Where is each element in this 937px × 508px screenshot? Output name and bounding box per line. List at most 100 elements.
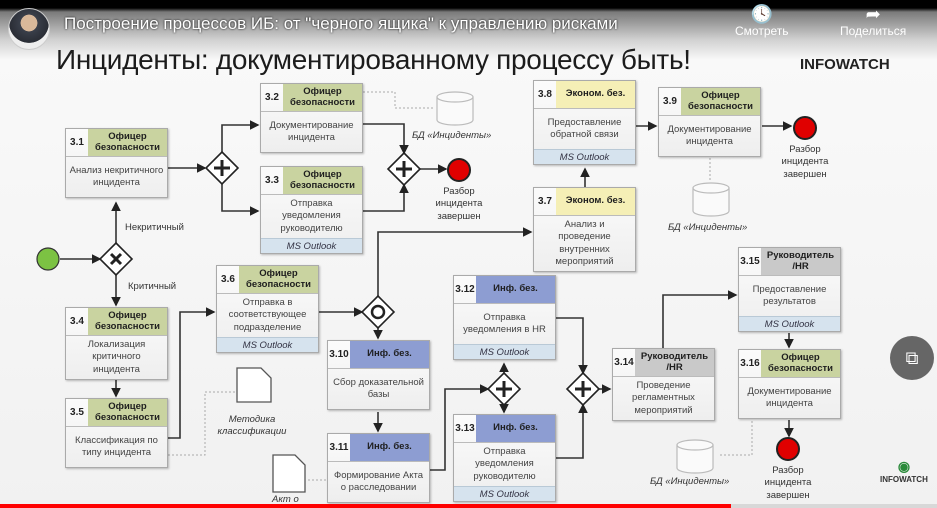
task-number: 3.2 <box>265 92 279 103</box>
task-number: 3.12 <box>455 284 475 295</box>
task-tool: MS Outlook <box>454 344 555 359</box>
task-number: 3.14 <box>614 357 634 368</box>
parallel-gateway-icon <box>565 371 601 407</box>
association-lines <box>168 91 753 481</box>
miniplayer-button[interactable]: ⧉ <box>890 336 934 380</box>
video-title[interactable]: Построение процессов ИБ: от "черного ящи… <box>64 14 618 33</box>
task-number: 3.15 <box>740 256 760 267</box>
task-text: Анализ некритичного инцидента <box>69 164 164 188</box>
task-text: Анализ и проведение внутренних мероприят… <box>555 219 614 268</box>
task-role: Офицер безопасности <box>88 308 167 335</box>
task-role: Руководитель /HR <box>761 248 840 275</box>
document-icon <box>236 367 272 403</box>
end-event-label: Разбор инцидента завершен <box>781 144 829 180</box>
watch-later-button[interactable]: 🕓Смотреть <box>735 4 789 38</box>
task-role: Инф. без. <box>476 276 555 303</box>
task-role: Эконом. без. <box>556 81 635 108</box>
task-number: 3.11 <box>329 442 349 453</box>
task-header: 3.1 Офицер безопасности <box>66 129 167 157</box>
task-tool: MS Outlook <box>454 486 555 502</box>
task-text: Документирование инцидента <box>747 385 832 409</box>
task-text: Предоставление обратной связи <box>547 116 622 140</box>
task-role: Эконом. без. <box>556 188 635 215</box>
task-role: Офицер безопасности <box>239 266 318 293</box>
share-button[interactable]: ➦Поделиться <box>840 4 906 38</box>
task-number: 3.1 <box>70 137 84 148</box>
infowatch-logo-small: ◉INFOWATCH <box>880 458 928 484</box>
task-number: 3.8 <box>538 89 552 100</box>
clock-icon: 🕓 <box>750 4 773 24</box>
task-role: Офицер безопасности <box>761 350 840 377</box>
task-text: Сбор доказательной базы <box>333 376 424 400</box>
task-role: Офицер безопасности <box>88 129 167 156</box>
exclusive-gateway-icon <box>98 241 134 277</box>
progress-bar[interactable] <box>0 504 731 508</box>
share-icon: ➦ <box>865 4 881 24</box>
share-label: Поделиться <box>840 24 907 38</box>
logo-small-text: INFOWATCH <box>880 475 928 484</box>
task-header: 3.8 Эконом. без. <box>534 81 635 109</box>
document-icon <box>272 454 306 493</box>
end-event-icon <box>793 116 817 140</box>
task-tool: MS Outlook <box>739 316 840 331</box>
task-number: 3.4 <box>70 316 84 327</box>
task-role: Офицер безопасности <box>283 167 362 194</box>
player-top-overlay <box>0 0 937 70</box>
parallel-gateway-icon <box>486 371 522 407</box>
end-event-icon <box>776 437 800 461</box>
end-event-label: Разбор инцидента завершен <box>764 465 812 501</box>
task-role: Руководитель /HR <box>635 349 714 376</box>
task-role: Инф. без. <box>350 434 429 461</box>
inclusive-gateway-icon <box>360 294 396 330</box>
task-role: Инф. без. <box>476 415 555 442</box>
document-label: Акт о <box>272 494 299 505</box>
task-text: Отправка в соответствующее подразделение <box>228 297 307 333</box>
task-header: 3.2 Офицер безопасности <box>261 84 362 112</box>
miniplayer-icon: ⧉ <box>905 347 919 368</box>
channel-avatar[interactable] <box>8 8 50 50</box>
parallel-gateway-icon <box>386 151 422 187</box>
condition-label-critical: Критичный <box>128 281 177 292</box>
database-icon <box>436 91 474 126</box>
eye-icon: ◉ <box>897 458 911 474</box>
database-icon <box>692 182 730 217</box>
task-text: Проведение регламентных мероприятий <box>632 380 695 416</box>
task-text: Локализация критичного инцидента <box>87 339 146 375</box>
task-number: 3.10 <box>329 349 349 360</box>
slide-title: Инциденты: документированному процессу б… <box>56 44 691 75</box>
task-text: Отправка уведомления руководителю <box>473 446 536 482</box>
task-role: Офицер безопасности <box>681 88 760 115</box>
task-tool: MS Outlook <box>534 149 635 164</box>
task-text: Отправка уведомления в HR <box>463 311 546 335</box>
task-role: Офицер безопасности <box>283 84 362 111</box>
task-text: Документирование инцидента <box>269 119 354 143</box>
database-label: БД «Инциденты» <box>650 476 730 487</box>
task-role: Инф. без. <box>350 341 429 368</box>
task-number: 3.5 <box>70 407 84 418</box>
sequence-flows <box>60 120 794 471</box>
